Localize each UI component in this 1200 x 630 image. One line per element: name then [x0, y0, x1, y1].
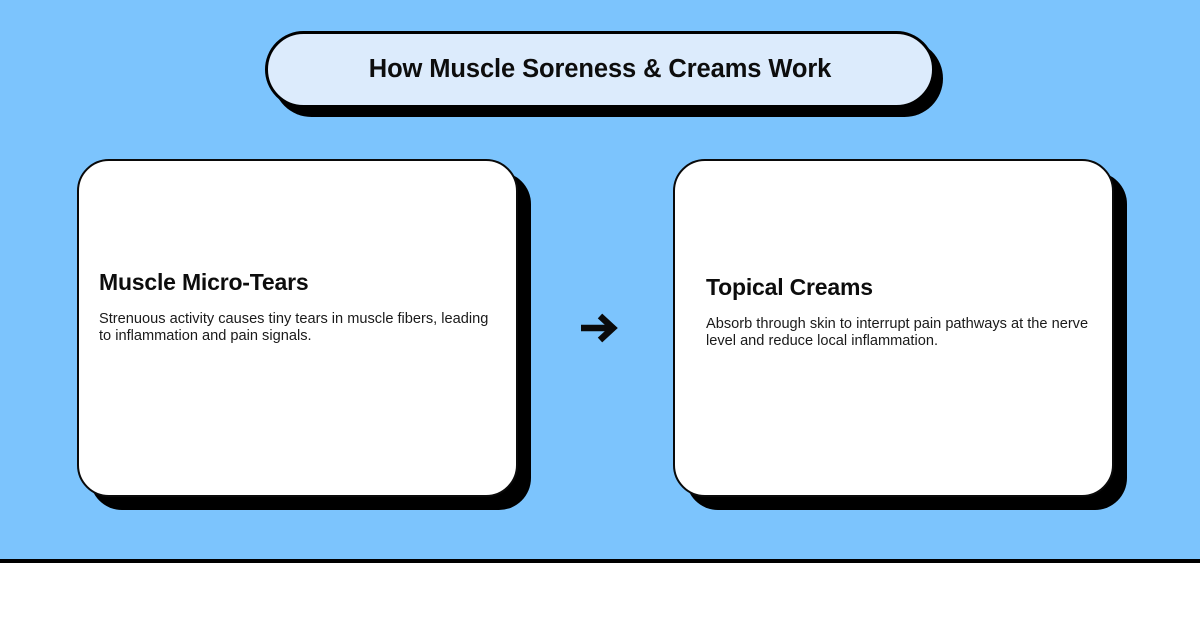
card-surface: Muscle Micro-Tears Strenuous activity ca…: [77, 159, 518, 497]
card-description: Strenuous activity causes tiny tears in …: [99, 311, 489, 344]
card-content: Topical Creams Absorb through skin to in…: [675, 161, 1112, 495]
card-heading: Muscle Micro-Tears: [99, 268, 309, 295]
step-card-muscle-micro-tears[interactable]: Muscle Micro-Tears Strenuous activity ca…: [77, 159, 531, 510]
title-banner: How Muscle Soreness & Creams Work: [265, 31, 943, 117]
step-card-topical-creams[interactable]: Topical Creams Absorb through skin to in…: [673, 159, 1127, 510]
card-surface: Topical Creams Absorb through skin to in…: [673, 159, 1114, 497]
page-title: How Muscle Soreness & Creams Work: [368, 55, 832, 83]
card-content: Muscle Micro-Tears Strenuous activity ca…: [79, 161, 516, 495]
arrow-right-icon: [576, 305, 621, 350]
title-pill: How Muscle Soreness & Creams Work: [265, 31, 935, 108]
card-description: Absorb through skin to interrupt pain pa…: [706, 316, 1089, 349]
card-heading: Topical Creams: [706, 273, 873, 300]
